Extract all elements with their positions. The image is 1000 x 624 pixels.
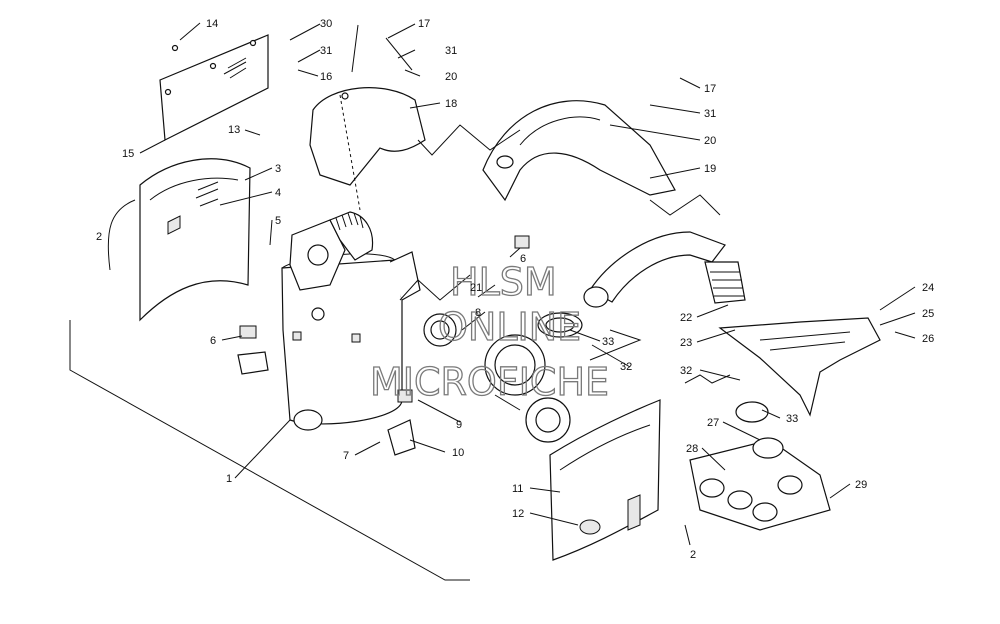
callout-11: 11 (512, 483, 523, 495)
callout-26: 26 (922, 333, 934, 345)
bracket-10 (387, 389, 416, 456)
callout-5: 5 (275, 215, 281, 227)
grommet-6-right (514, 235, 530, 249)
callout-10: 10 (452, 447, 464, 459)
callout-17b: 17 (704, 83, 716, 95)
callout-31b: 31 (445, 45, 457, 57)
flange-33-lower (735, 401, 769, 423)
callout-14: 14 (206, 18, 218, 30)
callout-9: 9 (456, 419, 462, 431)
turbocharger (484, 334, 571, 443)
callout-19: 19 (704, 163, 716, 175)
watermark-line1: HLSM (450, 260, 557, 304)
callout-16: 16 (320, 71, 332, 83)
callout-33b: 33 (786, 413, 798, 425)
clamp-33 (537, 312, 583, 338)
callout-24: 24 (922, 282, 934, 294)
callout-29: 29 (855, 479, 867, 491)
callout-18: 18 (445, 98, 457, 110)
flex-coupler (329, 211, 374, 261)
callout-15: 15 (122, 148, 134, 160)
callout-8: 8 (475, 307, 481, 319)
bolt-30 (351, 24, 359, 73)
bolt-17 (385, 37, 413, 71)
heat-shield-cover (309, 87, 426, 211)
leader-lines (69, 22, 916, 581)
muffler-inlet-flange (289, 219, 346, 321)
callout-22: 22 (680, 312, 692, 324)
upper-heat-shield (482, 100, 676, 202)
callout-25: 25 (922, 308, 934, 320)
callout-2: 2 (96, 231, 102, 243)
callout-21: 21 (470, 282, 482, 294)
callout-20: 20 (445, 71, 457, 83)
callout-20b: 20 (704, 135, 716, 147)
callout-28: 28 (686, 443, 698, 455)
callout-4: 4 (275, 187, 281, 199)
callout-33: 33 (602, 336, 614, 348)
watermark: HLSM ONLINE MICROFICHE (369, 259, 609, 404)
curved-shield-lower (549, 399, 661, 561)
callout-23: 23 (680, 337, 692, 349)
watermark-line3: MICROFICHE (370, 360, 609, 404)
callout-31: 31 (320, 45, 332, 57)
gasket-8 (423, 313, 457, 347)
exhaust-shield-23 (718, 317, 881, 417)
callout-3: 3 (275, 163, 281, 175)
callout-12: 12 (512, 508, 524, 520)
callout-17: 17 (418, 18, 430, 30)
callout-6: 6 (210, 335, 216, 347)
exhaust-manifold (689, 437, 831, 531)
heat-shield-panel (159, 34, 269, 141)
muffler (281, 251, 421, 431)
callout-30: 30 (320, 18, 332, 30)
callout-6b: 6 (520, 253, 526, 265)
exhaust-pipe (583, 231, 746, 308)
callout-32b: 32 (680, 365, 692, 377)
callout-32: 32 (620, 361, 632, 373)
callout-27: 27 (707, 417, 719, 429)
callout-1: 1 (226, 473, 232, 485)
grommet-6-left (237, 325, 269, 375)
callout-2b: 2 (690, 549, 696, 561)
watermark-line2: ONLINE (438, 305, 581, 349)
callout-13: 13 (228, 124, 240, 136)
callout-31c: 31 (704, 108, 716, 120)
curved-shield-left (139, 158, 251, 322)
callout-labels: 14 30 17 31 31 16 20 18 13 15 3 4 2 5 6 … (96, 18, 934, 561)
callout-7: 7 (343, 450, 349, 462)
